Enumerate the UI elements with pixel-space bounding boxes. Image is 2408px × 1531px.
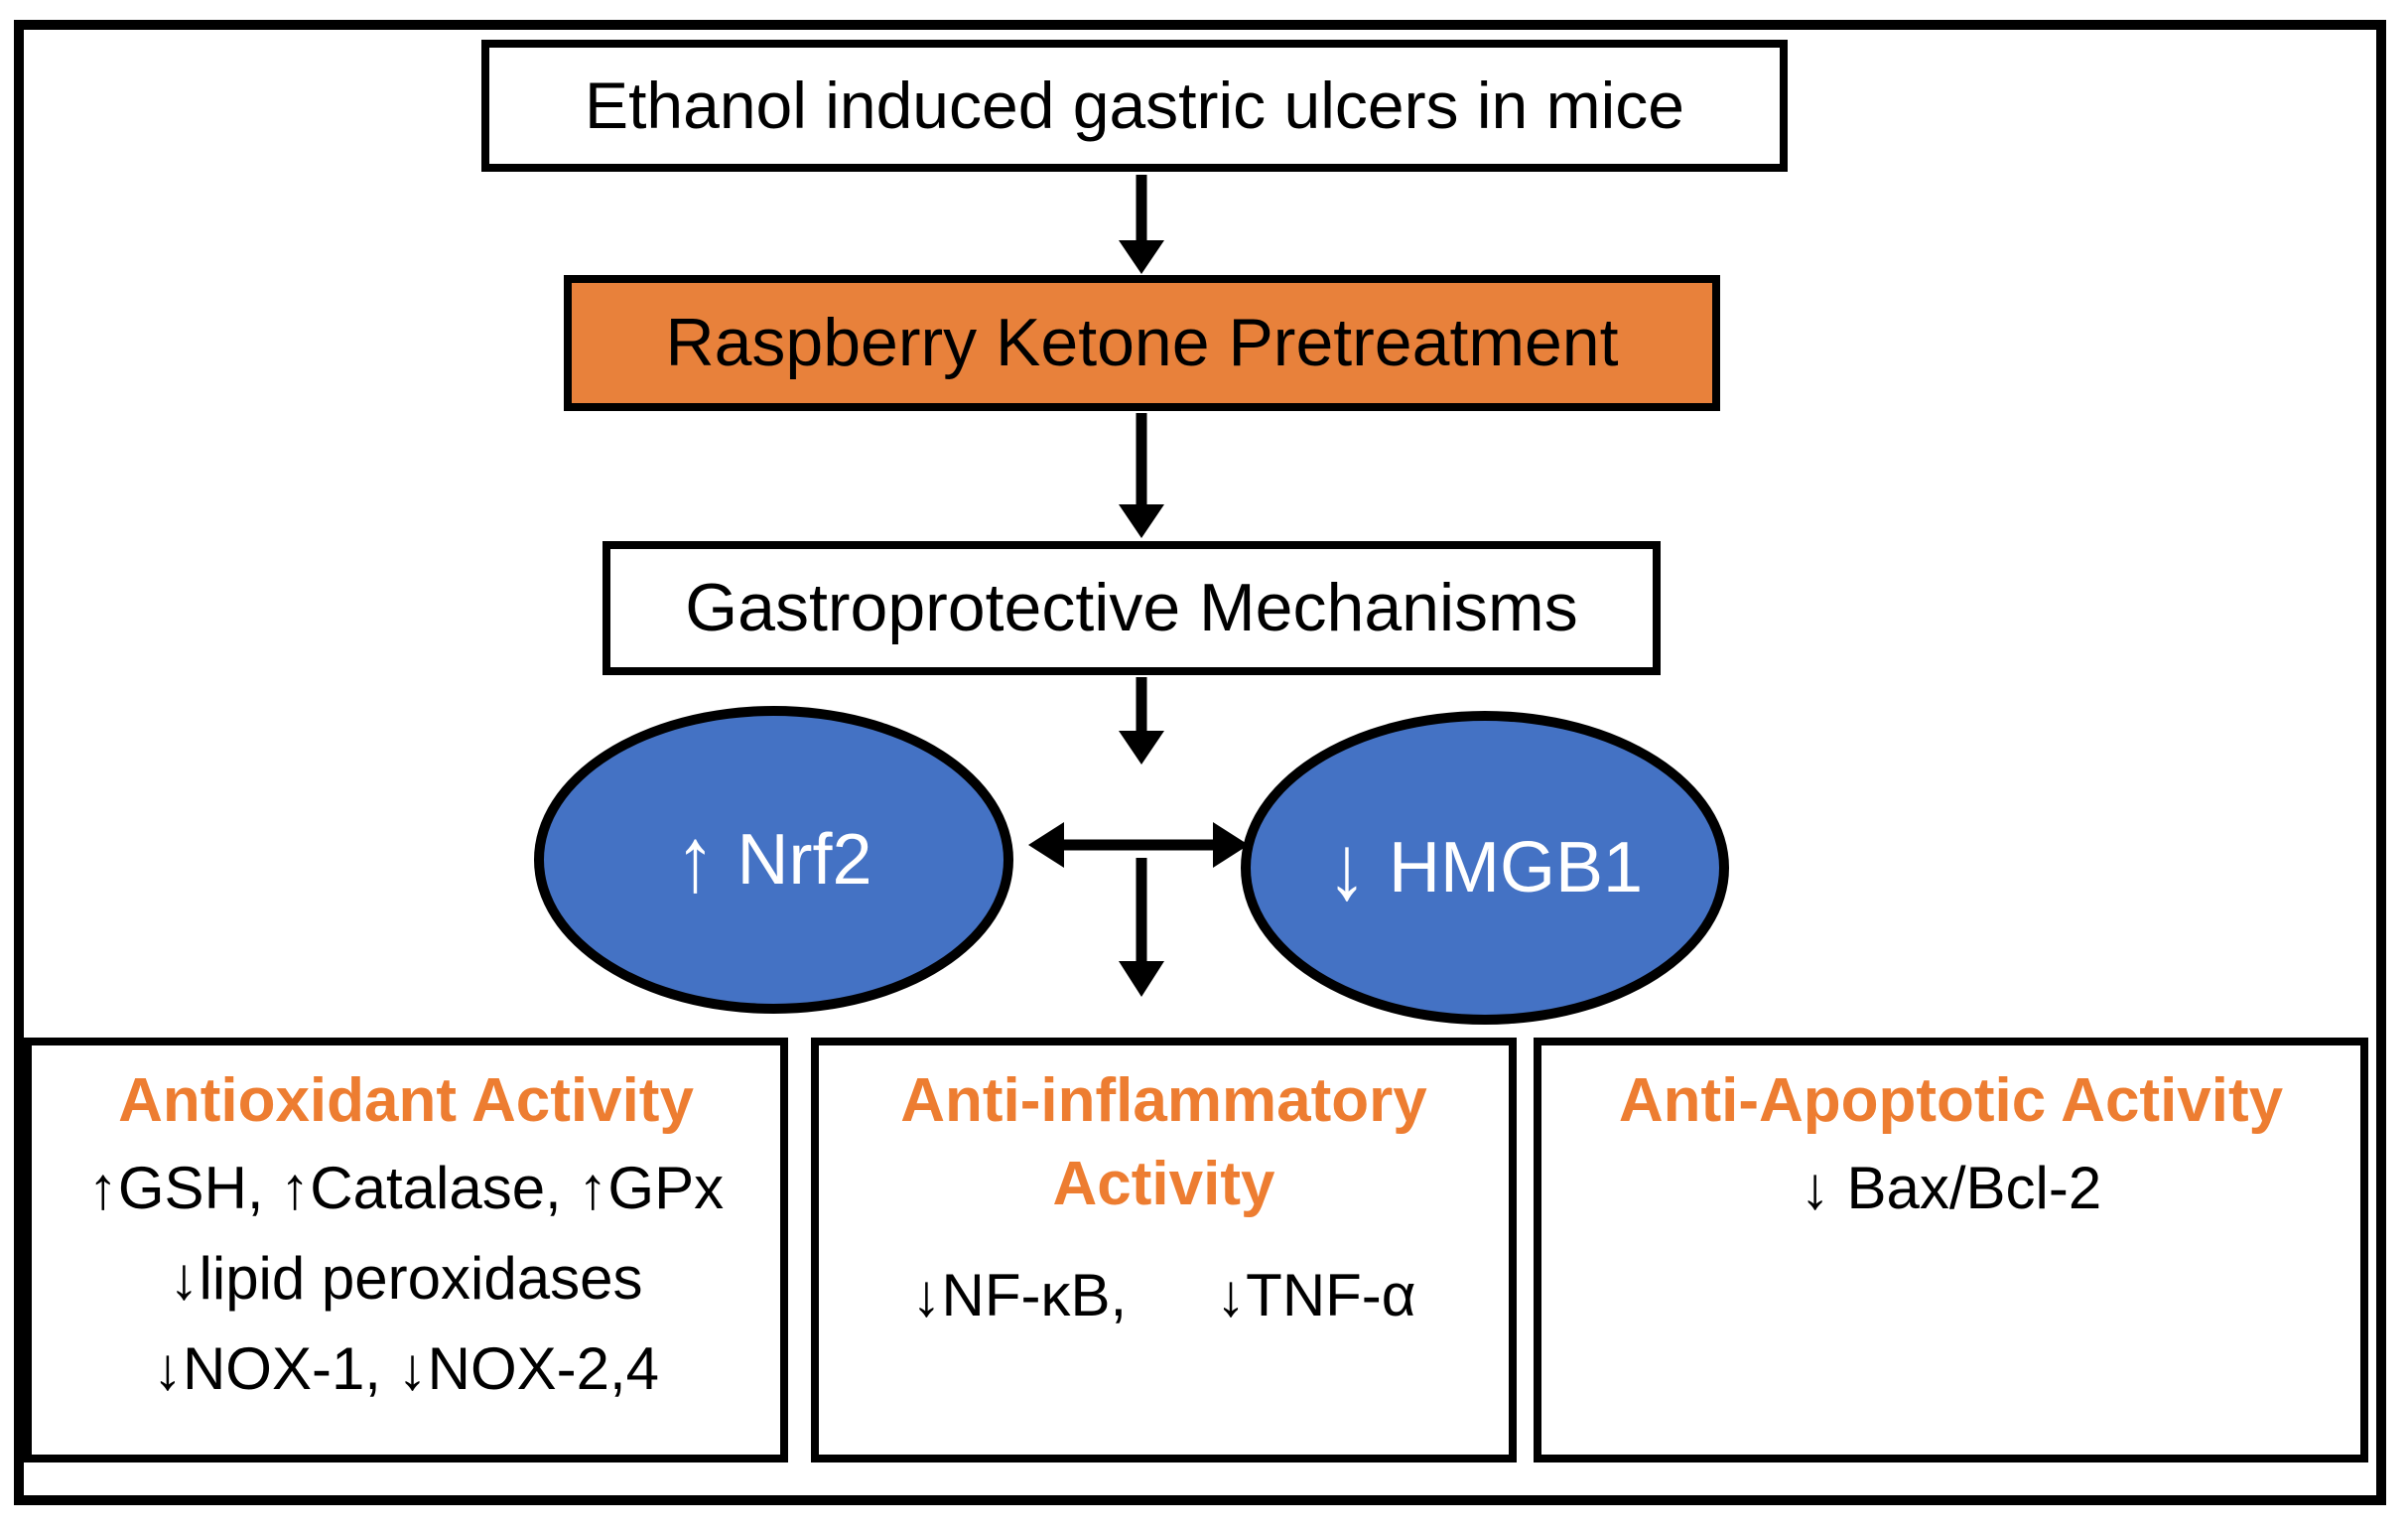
antioxidant-line: ↓NOX-1, ↓NOX-2,4 [152, 1335, 660, 1403]
ethanol-ulcers-box: Ethanol induced gastric ulcers in mice [481, 40, 1788, 172]
antioxidant-activity-heading: Antioxidant Activity [118, 1066, 694, 1135]
nfkb-item: ↓NF-κB, [911, 1262, 1128, 1329]
antioxidant-line: ↓lipid peroxidases [169, 1244, 643, 1312]
down-arrow-icon: ↓ [1326, 816, 1367, 918]
anti-inflammatory-heading: Anti-inflammatory Activity [900, 1066, 1427, 1218]
anti-apoptotic-activity-box: Anti-Apoptotic Activity ↓ Bax/Bcl-2 [1534, 1038, 2368, 1462]
ethanol-ulcers-label: Ethanol induced gastric ulcers in mice [585, 69, 1684, 143]
hmgb1-label: HMGB1 [1388, 828, 1644, 907]
nrf2-ellipse: ↑ Nrf2 [534, 706, 1013, 1014]
anti-apoptotic-line: ↓ Bax/Bcl-2 [1800, 1154, 2102, 1221]
nrf2-label: Nrf2 [736, 820, 872, 900]
raspberry-ketone-box: Raspberry Ketone Pretreatment [564, 275, 1720, 411]
tnfa-item: ↓TNF-α [1216, 1262, 1416, 1329]
hmgb1-ellipse: ↓ HMGB1 [1241, 711, 1729, 1025]
up-arrow-icon: ↑ [675, 808, 716, 910]
anti-inflammatory-line: ↓NF-κB, ↓TNF-α [827, 1261, 1501, 1329]
gastroprotective-mechanisms-box: Gastroprotective Mechanisms [602, 541, 1661, 675]
figure-border [14, 20, 2386, 1505]
gastroprotective-mechanisms-label: Gastroprotective Mechanisms [685, 570, 1578, 646]
anti-apoptotic-heading: Anti-Apoptotic Activity [1618, 1066, 2284, 1135]
anti-inflammatory-activity-box: Anti-inflammatory Activity ↓NF-κB, ↓TNF-… [811, 1038, 1517, 1462]
antioxidant-line: ↑GSH, ↑Catalase, ↑GPx [87, 1154, 725, 1221]
raspberry-ketone-label: Raspberry Ketone Pretreatment [665, 305, 1619, 381]
antioxidant-activity-box: Antioxidant Activity ↑GSH, ↑Catalase, ↑G… [24, 1038, 788, 1462]
